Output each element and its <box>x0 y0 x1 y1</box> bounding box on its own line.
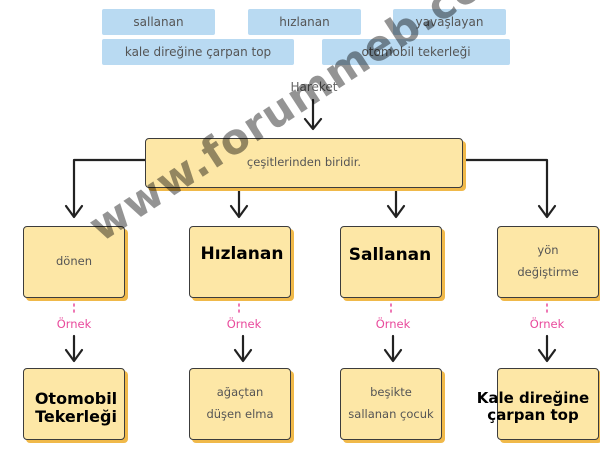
root-label: Hareket <box>290 80 338 94</box>
ornek-label-2: Örnek <box>226 317 262 331</box>
category-box-4: yön değiştirme <box>497 226 599 298</box>
category-box-1-text: dönen <box>56 254 92 269</box>
category-box-3 <box>340 226 442 298</box>
example-box-2-text: ağaçtan düşen elma <box>206 385 274 421</box>
word-chip-otomobil-tekerlegi: otomobil tekerleği <box>322 39 510 65</box>
arrowhead-root <box>303 117 323 131</box>
word-chip-kale-diregine-carpan-top: kale direğine çarpan top <box>102 39 294 65</box>
example-answer-4: Kale direğine çarpan top <box>476 389 590 425</box>
category-box-2 <box>189 226 291 298</box>
category-answer-3: Sallanan <box>348 245 432 265</box>
word-chip-sallanan: sallanan <box>102 9 215 35</box>
category-box-4-text: yön değiştirme <box>517 243 579 279</box>
ornek-label-1: Örnek <box>56 317 92 331</box>
word-chip-hizlanan: hızlanan <box>248 9 361 35</box>
category-answer-2: Hızlanan <box>200 244 284 264</box>
example-box-2: ağaçtan düşen elma <box>189 368 291 440</box>
ornek-label-4: Örnek <box>529 317 565 331</box>
middle-box: çeşitlerinden biridir. <box>145 138 463 188</box>
middle-box-text: çeşitlerinden biridir. <box>246 155 362 170</box>
example-box-3: beşikte sallanan çocuk <box>340 368 442 440</box>
example-box-4 <box>497 368 599 440</box>
ornek-label-3: Örnek <box>375 317 411 331</box>
category-box-1: dönen <box>23 226 125 298</box>
word-chip-yavaslayan: yavaşlayan <box>393 9 506 35</box>
example-box-1 <box>23 368 125 440</box>
example-answer-1: Otomobil Tekerleği <box>34 389 118 427</box>
example-box-3-text: beşikte sallanan çocuk <box>348 385 434 421</box>
